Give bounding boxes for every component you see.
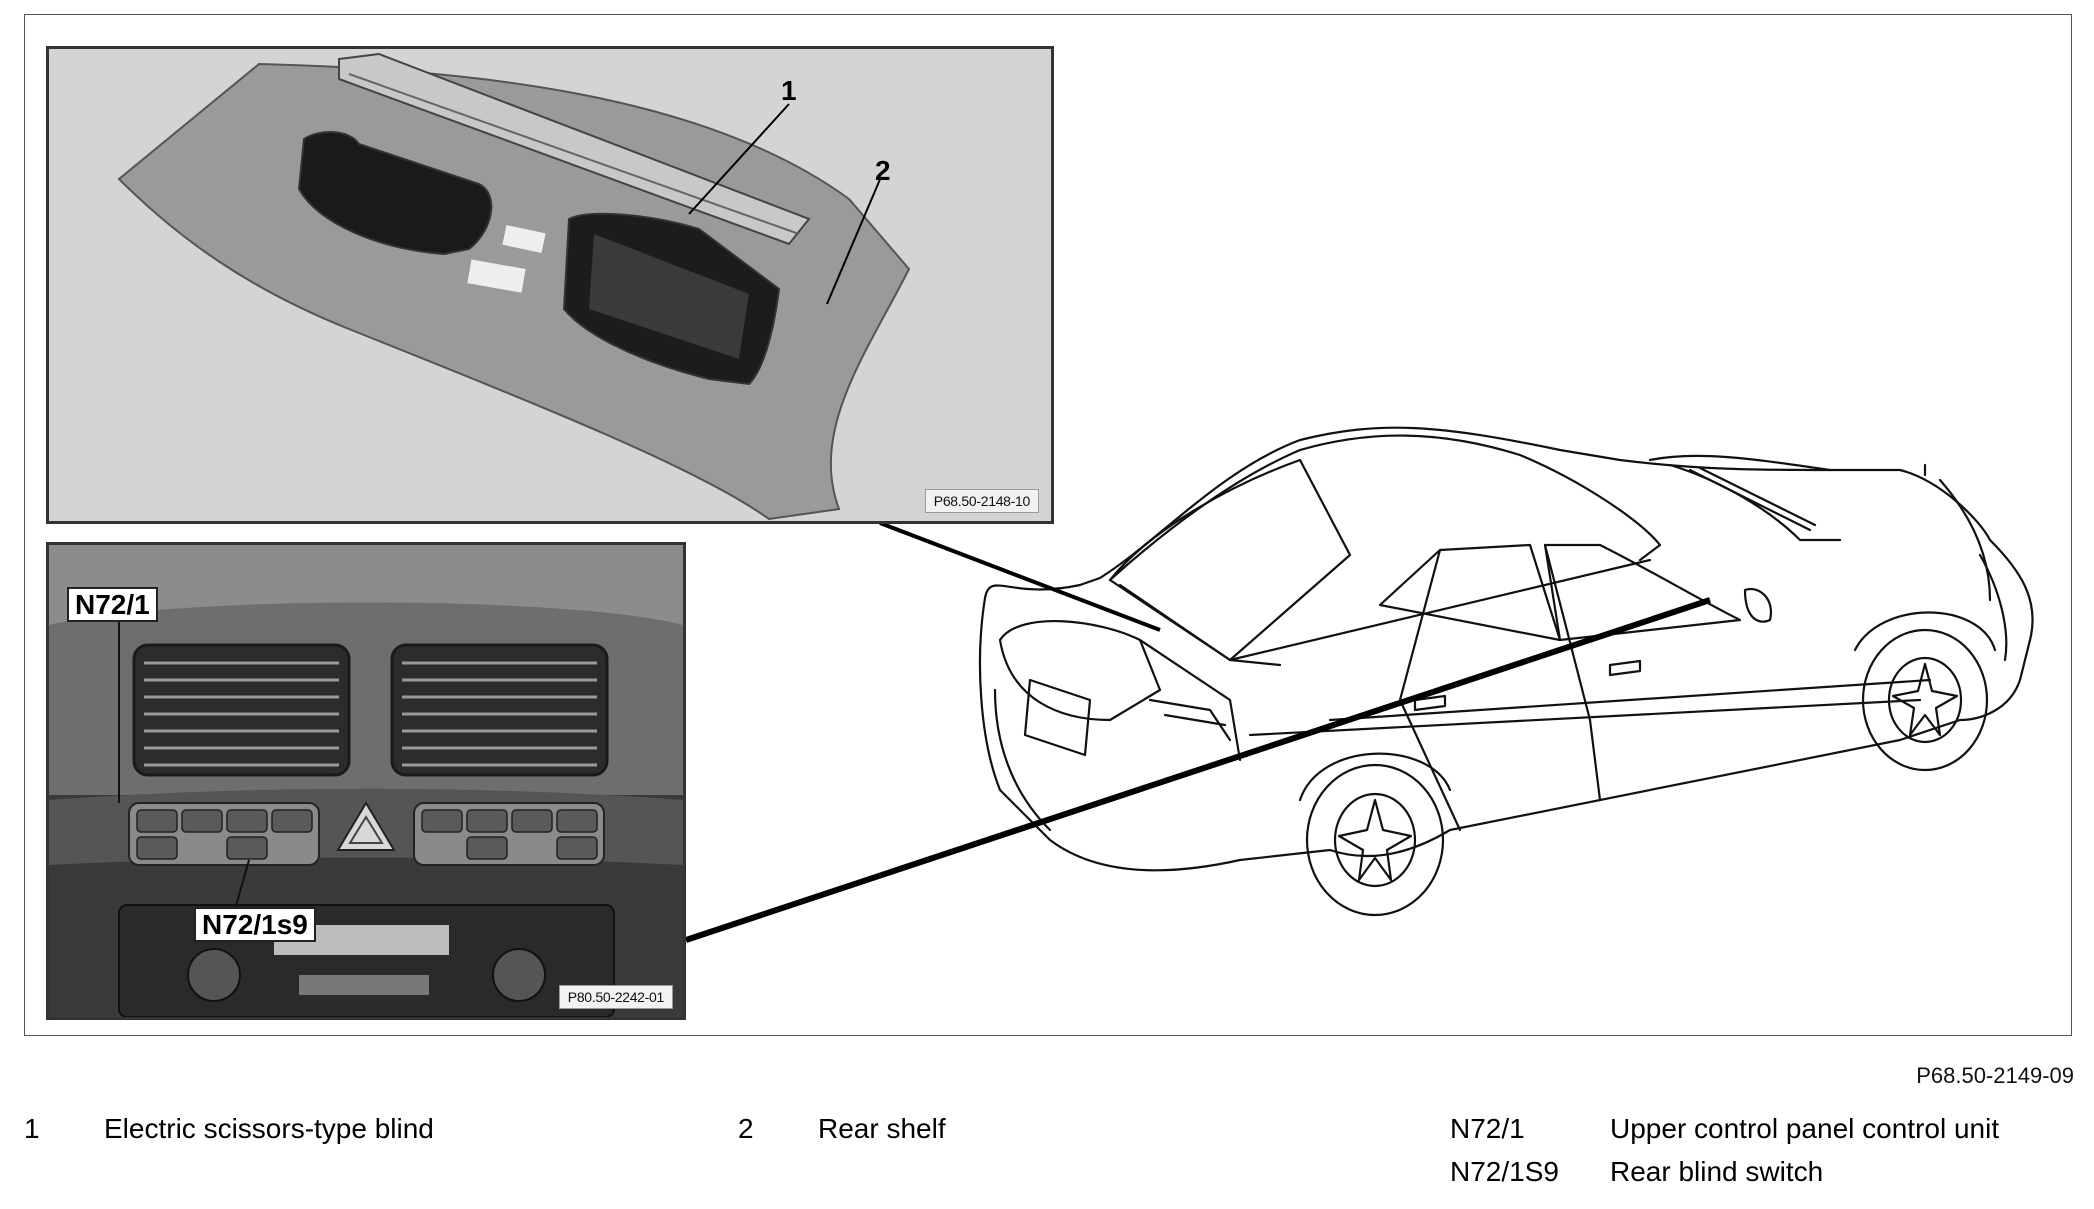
panel-photo-code: P80.50-2242-01 <box>558 985 673 1009</box>
legend-text: Electric scissors-type blind <box>104 1113 434 1144</box>
leader-line-shelf <box>879 521 1161 632</box>
callout-1: 1 <box>781 75 797 106</box>
legend-text: Rear shelf <box>818 1113 946 1144</box>
control-panel-illustration <box>49 545 683 1017</box>
legend-text: Rear blind switch <box>1610 1156 1824 1187</box>
legend-key: N72/1S9 <box>1450 1156 1559 1187</box>
callout-n72-1s9: N72/1s9 <box>194 907 316 943</box>
legend-key: N72/1 <box>1450 1113 1525 1144</box>
rear-shelf-illustration <box>117 52 911 521</box>
shelf-photo-code: P68.50-2148-10 <box>924 489 1039 513</box>
control-panel-photo-inset: N72/1 N72/1s9 P80.50-2242-01 <box>46 542 686 1020</box>
callout-2: 2 <box>875 155 891 186</box>
rear-shelf-photo-inset: 1 2 P68.50-2148-10 <box>46 46 1054 524</box>
leader-line-panel <box>685 597 1711 943</box>
figure-code: P68.50-2149-09 <box>1916 1063 2074 1088</box>
callout-n72-1: N72/1 <box>67 587 158 623</box>
legend-text: Upper control panel control unit <box>1610 1113 2000 1144</box>
legend-key: 2 <box>738 1113 754 1144</box>
legend-key: 1 <box>24 1113 40 1144</box>
